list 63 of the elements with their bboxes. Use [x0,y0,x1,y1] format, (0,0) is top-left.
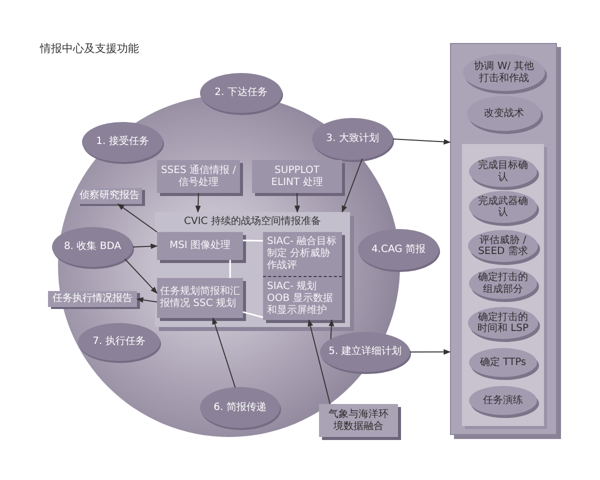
node-label: 气象与海洋环境数据融合 [328,408,390,432]
task-ellipse [468,230,538,262]
process-box [157,232,243,260]
connector-line [242,240,264,242]
task-ellipse [467,96,541,131]
node-label: 8. 收集 BDA [62,241,122,253]
task-ellipse [469,348,537,377]
node-label: SSES 通信情报 / 信号处理 [160,164,238,188]
node-label: 任务执行情况报告 [52,293,134,305]
arrow [342,158,363,213]
node-label: 任务规划简报和汇报情况 SSC 规划 [159,286,241,310]
task-ellipse [469,191,537,223]
arrow [294,192,300,213]
node-label: 5. 建立详细计划 [328,346,402,358]
node-label: 确定打击的组成部分 [477,272,529,295]
step-ellipse [200,73,282,113]
process-box [157,160,240,193]
report-box [48,291,137,307]
node-label: 侦察研究报告 [78,190,140,202]
arrow [328,319,334,340]
task-ellipse [469,156,537,187]
section-heading: CVIC 持续的战场空间情报准备 [183,214,322,228]
arrow [132,243,158,250]
task-ellipse [463,54,545,91]
process-box [157,278,243,318]
node-label: 完成武器确认 [477,196,529,218]
process-box [252,160,342,193]
task-ellipse [469,268,537,299]
arrow [410,349,451,355]
node-label: 确定打击的时间和 LSP [476,312,530,334]
node-label: 1. 接受任务 [95,136,150,148]
task-ellipse [469,386,537,415]
arrow [392,138,451,145]
arrow [117,204,158,232]
node-label: 协调 W/ 其他打击和作战 [473,61,535,84]
inner-panel [462,144,544,426]
node-label: 7. 执行任务 [92,336,146,348]
node-label: SIAC- 融合目标制定 分析威胁作战评 [266,234,338,272]
task-ellipse [468,307,538,339]
arrow [136,297,158,303]
arrow [124,258,158,294]
arrow [195,192,201,213]
container-box [155,212,350,327]
diagram-title: 情报中心及支援功能 [40,41,139,56]
node-label: 4.CAG 简报 [370,244,427,256]
node-label: SUPPLOT ELINT 处理 [270,164,324,188]
node-label: MSI 图像处理 [168,240,232,252]
connector-line [242,311,264,318]
node-label: SIAC- 规划 OOB 显示数据和显示屏维护 [263,276,342,320]
process-box [263,232,342,320]
step-ellipse [320,332,410,372]
connector-line [229,260,231,278]
node-label: 任务演练 [482,394,524,406]
arrow [308,319,331,404]
arrow [212,317,236,388]
node-label: 评估威胁 / SEED 需求 [477,234,529,258]
node-label: 3. 大致计划 [325,133,380,145]
node-label: 6. 简报传递 [212,402,268,414]
node-label: 2. 下达任务 [214,87,268,99]
process-box [319,404,398,437]
node-label: 改变战术 [483,108,525,120]
node-label: 确定 TTPs [478,356,528,368]
node-label: 完成目标确认 [477,160,529,183]
